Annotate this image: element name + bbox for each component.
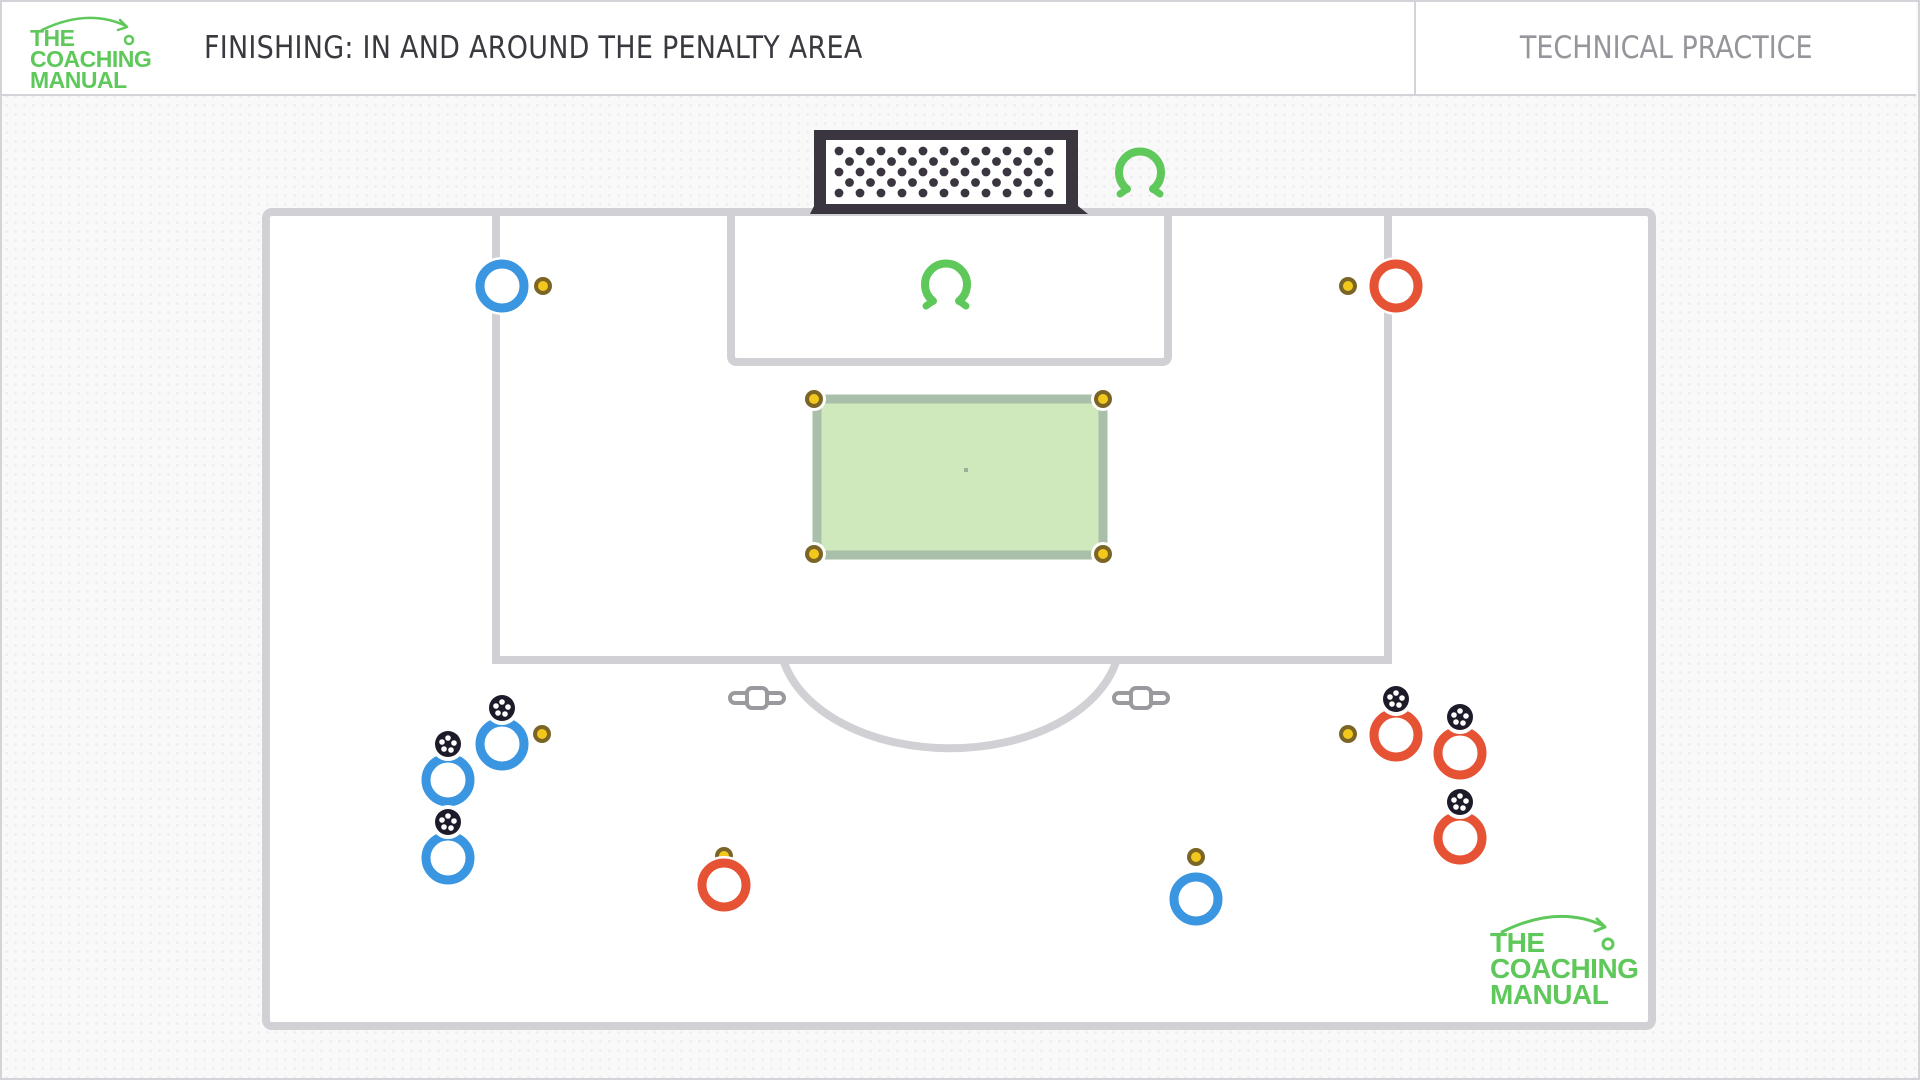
goalkeeper-icon: [1115, 147, 1165, 198]
watermark-line-3: MANUAL: [1490, 978, 1609, 1010]
practice-category-label: TECHNICAL PRACTICE: [1519, 30, 1813, 66]
cone-marker: [1336, 722, 1360, 746]
six-yard-box: [727, 212, 1172, 366]
red-team-player: [695, 856, 753, 914]
football-icon: [431, 727, 465, 761]
zone-center-mark: [964, 468, 968, 472]
cone-marker: [531, 274, 555, 298]
football-icon: [1443, 700, 1477, 734]
football-icon: [431, 805, 465, 839]
arc-arrow-icon: [40, 16, 135, 46]
football-icon: [485, 691, 519, 725]
watermark-line-2: COACHING: [1490, 952, 1639, 984]
watermark-line-1: THE: [1490, 927, 1545, 958]
cone-marker: [802, 542, 826, 566]
penalty-area: [492, 212, 1392, 664]
football-icon: [1443, 785, 1477, 819]
logo-line-3: MANUAL: [30, 67, 127, 94]
cone-marker: [1091, 387, 1115, 411]
cone-marker: [1184, 845, 1208, 869]
cone-marker: [530, 722, 554, 746]
page-title: FINISHING: IN AND AROUND THE PENALTY ARE…: [204, 30, 863, 66]
football-icon: [1379, 682, 1413, 716]
watermark-logo: THE COACHING MANUAL: [1490, 914, 1639, 1010]
header-bar: THE COACHING MANUAL FINISHING: IN AND AR…: [2, 2, 1916, 96]
penalty-arc: [780, 660, 1120, 753]
mannequin-icon: [728, 686, 786, 710]
red-team-player: [1367, 257, 1425, 315]
coaching-manual-logo: THE COACHING MANUAL: [30, 16, 152, 94]
mannequin-icon: [1112, 686, 1170, 710]
header-divider: [1414, 2, 1416, 94]
target-zone: [812, 394, 1108, 560]
blue-team-player: [1167, 870, 1225, 928]
arc-arrow-icon: [1500, 914, 1615, 951]
cone-marker: [802, 387, 826, 411]
logo-line-1: THE: [30, 25, 75, 51]
goalkeeper-icon: [921, 259, 971, 310]
logo-line-2: COACHING: [30, 46, 152, 73]
blue-team-player: [473, 257, 531, 315]
cone-marker: [1336, 274, 1360, 298]
cone-marker: [1091, 542, 1115, 566]
goal: [810, 130, 1088, 214]
practice-category: TECHNICAL PRACTICE: [1416, 2, 1916, 94]
pitch-boundary: [262, 208, 1656, 1030]
